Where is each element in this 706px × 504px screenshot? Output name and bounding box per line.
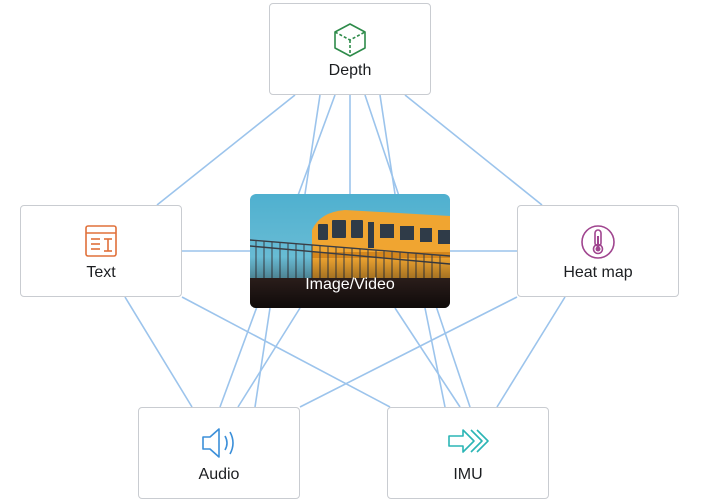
edge-imu-center bbox=[394, 307, 461, 408]
edge-heat-audio bbox=[299, 296, 518, 408]
node-label: Heat map bbox=[563, 264, 633, 281]
edge-audio-center bbox=[237, 307, 301, 408]
node-label: Audio bbox=[198, 466, 240, 483]
node-label: Image/Video bbox=[305, 276, 395, 293]
node-label: IMU bbox=[453, 466, 483, 483]
edge-audio-center-b bbox=[254, 307, 271, 408]
edge-depth-heat bbox=[404, 94, 543, 206]
cube-icon bbox=[333, 22, 367, 63]
speaker-icon bbox=[200, 426, 238, 465]
node-label: Text bbox=[86, 264, 116, 281]
node-image-video: Image/Video bbox=[250, 194, 450, 308]
node-depth: Depth bbox=[269, 3, 431, 95]
node-label: Depth bbox=[328, 62, 372, 79]
edge-depth-center-b bbox=[304, 94, 321, 195]
train-photo bbox=[250, 194, 450, 308]
edge-depth-center-c bbox=[379, 94, 396, 195]
node-imu: IMU bbox=[387, 407, 549, 499]
node-heat-map: Heat map bbox=[517, 205, 679, 297]
arrows-motion-icon bbox=[447, 426, 489, 461]
thermometer-icon bbox=[580, 224, 616, 265]
node-audio: Audio bbox=[138, 407, 300, 499]
edge-imu-center-b bbox=[424, 307, 446, 408]
edge-heat-imu bbox=[496, 296, 566, 408]
edge-depth-text bbox=[156, 94, 296, 206]
edge-text-imu bbox=[181, 296, 391, 408]
node-text: Text bbox=[20, 205, 182, 297]
edge-text-audio bbox=[124, 296, 193, 408]
document-text-icon bbox=[84, 224, 118, 263]
